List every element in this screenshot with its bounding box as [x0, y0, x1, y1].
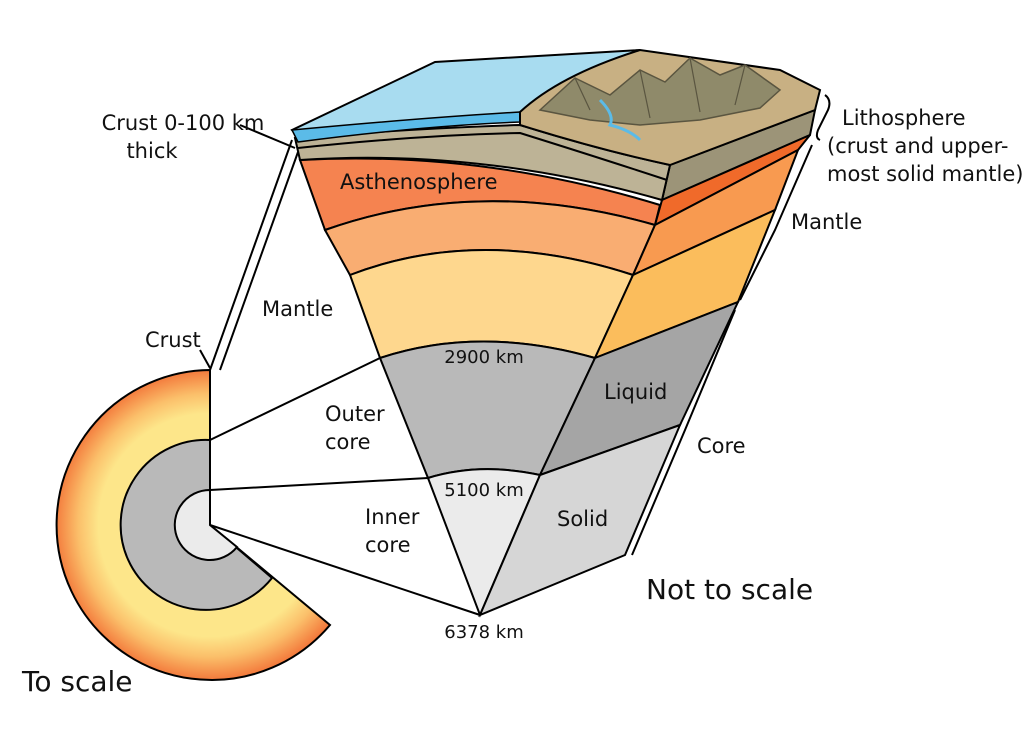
- label-lithosphere-2: (crust and upper-: [827, 134, 1008, 158]
- label-outer-core-1: Outer: [325, 402, 385, 426]
- label-liquid: Liquid: [604, 380, 667, 404]
- to-scale-inner-core: [175, 490, 237, 560]
- label-mantle-left: Mantle: [262, 297, 333, 321]
- label-6378km: 6378 km: [444, 622, 524, 643]
- to-scale-cutaway: [57, 370, 330, 680]
- label-2900km: 2900 km: [444, 347, 524, 368]
- label-crust-small: Crust: [145, 328, 201, 352]
- label-solid: Solid: [557, 507, 608, 531]
- wedge-cross-section: [292, 50, 820, 615]
- label-not-to-scale: Not to scale: [646, 573, 813, 606]
- label-inner-core-1: Inner: [365, 505, 420, 529]
- label-crust-thick-2: thick: [126, 139, 178, 163]
- label-crust-thick-1: Crust 0-100 km: [102, 111, 265, 135]
- label-core: Core: [697, 434, 746, 458]
- label-to-scale: To scale: [21, 665, 133, 698]
- label-lithosphere-3: most solid mantle): [827, 162, 1023, 186]
- label-asthenosphere: Asthenosphere: [340, 170, 498, 194]
- label-lithosphere-1: Lithosphere: [842, 106, 966, 130]
- label-outer-core-2: core: [325, 430, 371, 454]
- label-inner-core-2: core: [365, 533, 411, 557]
- label-5100km: 5100 km: [444, 480, 524, 501]
- label-mantle-right: Mantle: [791, 210, 862, 234]
